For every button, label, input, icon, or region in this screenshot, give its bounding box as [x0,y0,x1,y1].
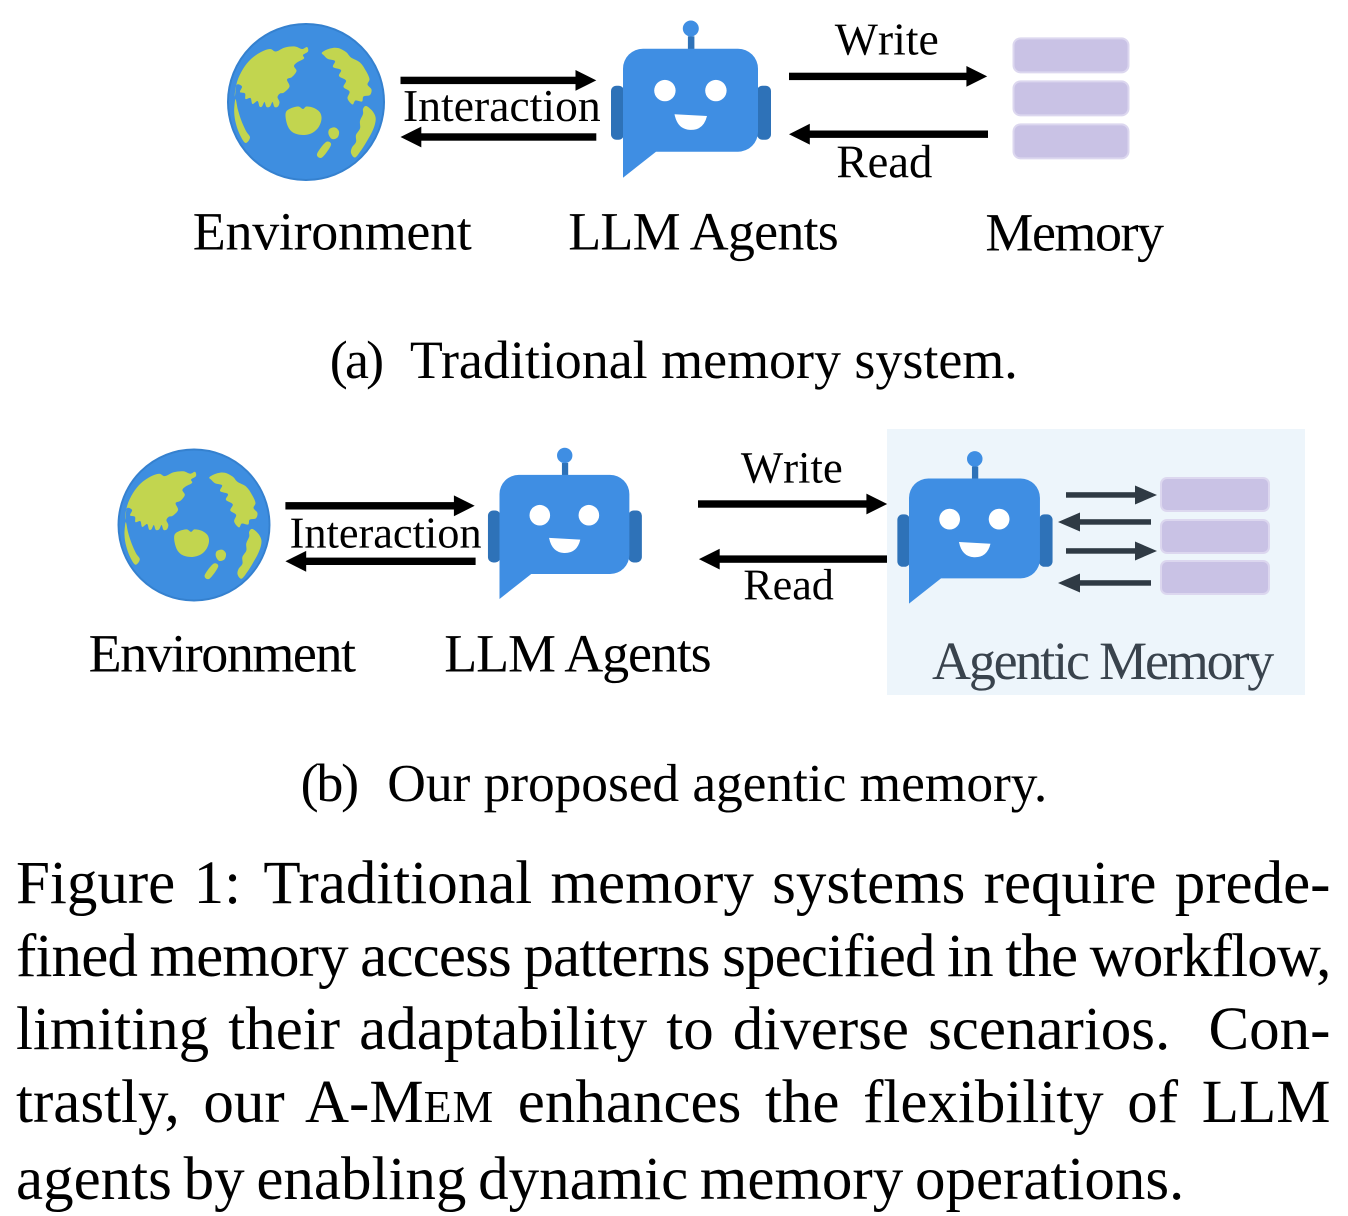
svg-text:Agentic Memory: Agentic Memory [932,631,1274,691]
svg-text:(a): (a) [330,330,384,390]
svg-text:Environment: Environment [89,623,356,683]
svg-text:LLM Agents: LLM Agents [444,623,712,683]
svg-text:Environment: Environment [193,202,472,262]
svg-text:Our proposed agentic memory.: Our proposed agentic memory. [387,753,1047,813]
svg-text:Memory: Memory [985,203,1164,263]
svg-text:LLM Agents: LLM Agents [568,202,839,262]
svg-text:Traditional memory system.: Traditional memory system. [410,330,1018,390]
svg-text:(b): (b) [301,753,360,813]
